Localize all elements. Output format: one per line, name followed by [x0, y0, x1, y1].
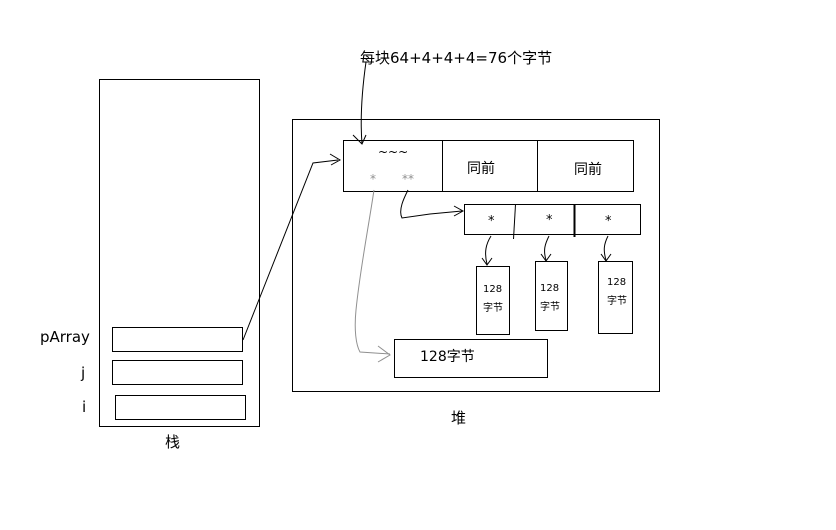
stack-var-label-pArray: pArray: [40, 328, 90, 346]
ptr3-arrow-head: [600, 253, 612, 262]
small-buffer-1-box: [476, 266, 510, 335]
struct-cell3-label: 同前: [574, 162, 602, 178]
big-buffer-box: [394, 339, 548, 378]
struct-cell1-tilde: ~~~: [378, 145, 409, 159]
stack-frame: [99, 79, 260, 427]
heap-frame: [292, 119, 660, 392]
pointer-array-divider-1: [513, 204, 516, 240]
double-star-arrow-head: [453, 205, 465, 217]
pArray-arrow-head: [329, 153, 341, 166]
diagram-title: 每块64+4+4+4=76个字节: [360, 49, 553, 67]
pointer-star-1: *: [488, 214, 495, 229]
small-buffer-3-unit: 字节: [607, 296, 627, 307]
ptr3-arrow: [603, 235, 609, 261]
title-arrow: [360, 61, 367, 145]
pointer-star-2: *: [546, 213, 553, 228]
small-buffer-2-box: [535, 261, 568, 331]
heap-caption: 堆: [451, 409, 467, 427]
j-box: [112, 360, 243, 385]
pointer-star-3: *: [605, 214, 612, 229]
gray-star-arrow: [354, 189, 391, 355]
i-box: [115, 395, 246, 420]
double-star-arrow: [400, 189, 463, 219]
small-buffer-1-unit: 字节: [483, 303, 503, 314]
small-buffer-2-size: 128: [540, 283, 560, 294]
big-buffer-label: 128字节: [420, 349, 475, 365]
struct-cell1-double-star: **: [402, 172, 414, 186]
struct-cell1-star: *: [370, 172, 376, 186]
small-buffer-1-size: 128: [483, 284, 503, 295]
small-buffer-2-unit: 字节: [540, 302, 560, 313]
small-buffer-3-size: 128: [607, 277, 627, 288]
ptr1-arrow-head: [481, 257, 493, 266]
pArray-arrow: [242, 159, 339, 341]
gray-star-arrow-head: [377, 345, 391, 363]
title-arrow-head: [352, 134, 367, 145]
struct-block: [343, 140, 634, 192]
stack-caption: 栈: [165, 433, 181, 451]
stack-var-label-j: j: [81, 364, 86, 382]
ptr2-arrow-head: [540, 253, 552, 262]
pArray-box: [112, 327, 243, 352]
small-buffer-3-box: [598, 261, 633, 334]
struct-cell2-label: 同前: [467, 161, 495, 177]
ptr1-arrow: [485, 235, 492, 265]
pointer-array-box: [464, 204, 641, 235]
stack-var-label-i: i: [82, 398, 87, 416]
ptr2-arrow: [544, 235, 550, 261]
